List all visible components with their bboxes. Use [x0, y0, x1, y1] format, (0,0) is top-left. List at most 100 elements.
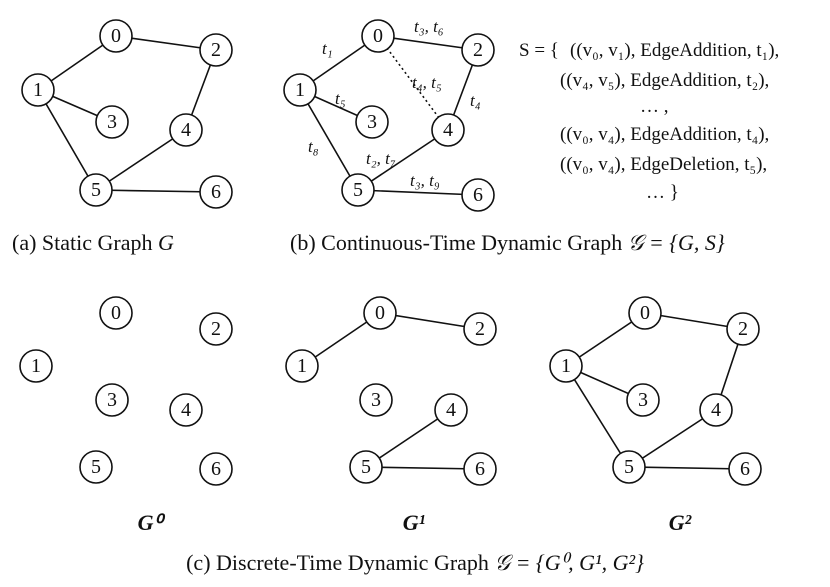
edge-5-6 — [365, 466, 481, 470]
sequence-lead: S = { — [519, 40, 559, 61]
node-4: 4 — [434, 393, 468, 427]
node-0: 0 — [99, 296, 133, 330]
sequence-line-5: ((v₀, v₄), EdgeDeletion, t₅), — [560, 154, 767, 175]
node-1: 1 — [285, 349, 319, 383]
svg-text:2: 2 — [211, 318, 221, 340]
svg-text:2: 2 — [473, 39, 483, 61]
svg-text:4: 4 — [181, 119, 191, 141]
node-4: 4 — [431, 113, 465, 147]
node-5: 5 — [349, 450, 383, 484]
edge-5-6 — [95, 189, 217, 193]
svg-text:0: 0 — [111, 25, 121, 47]
panel-a-static-graph: 0 1 2 3 4 5 6 (a) Static Graph G — [12, 19, 233, 255]
svg-text:5: 5 — [624, 456, 634, 478]
node-6: 6 — [461, 178, 495, 212]
edge-label-t5: t₅ — [335, 89, 346, 108]
edge-label-t3-t6: t₃, t₆ — [414, 17, 444, 36]
snapshot-g0: 0 1 2 3 4 5 6 G⁰ — [19, 296, 233, 535]
node-3: 3 — [95, 383, 129, 417]
sequence-line-6: … } — [646, 182, 679, 203]
svg-text:4: 4 — [711, 399, 721, 421]
edge-5-4 — [365, 409, 452, 468]
edge-5-4 — [95, 129, 187, 191]
sequence-line-4: ((v₀, v₄), EdgeAddition, t₄), — [560, 124, 769, 145]
edge-1-5 — [299, 89, 359, 191]
node-4: 4 — [169, 393, 203, 427]
node-3: 3 — [95, 105, 129, 139]
node-2: 2 — [463, 312, 497, 346]
svg-text:0: 0 — [375, 302, 385, 324]
node-1: 1 — [19, 349, 53, 383]
svg-text:4: 4 — [446, 399, 456, 421]
svg-text:1: 1 — [561, 355, 571, 377]
snapshot-label-g2: G² — [669, 510, 692, 535]
node-0: 0 — [628, 296, 662, 330]
node-6: 6 — [199, 452, 233, 486]
svg-text:2: 2 — [475, 318, 485, 340]
sequence-line-3: … , — [640, 96, 669, 117]
panel-a-caption: (a) Static Graph G — [12, 230, 174, 255]
edge-label-t4-t5: t₄, t₅ — [412, 73, 442, 92]
svg-text:3: 3 — [367, 111, 377, 133]
node-5: 5 — [79, 450, 113, 484]
svg-text:0: 0 — [640, 302, 650, 324]
svg-text:3: 3 — [107, 111, 117, 133]
panel-b-caption: (b) Continuous-Time Dynamic Graph 𝒢 = {G… — [290, 230, 725, 255]
svg-text:2: 2 — [211, 39, 221, 61]
svg-text:0: 0 — [111, 302, 121, 324]
edge-5-4 — [357, 129, 449, 191]
edge-1-5 — [37, 89, 97, 191]
node-0: 0 — [363, 296, 397, 330]
node-2: 2 — [726, 312, 760, 346]
svg-text:6: 6 — [475, 458, 485, 480]
snapshot-g2: 0 1 2 3 4 5 6 G² — [549, 296, 762, 535]
svg-text:5: 5 — [353, 179, 363, 201]
snapshot-label-g0: G⁰ — [138, 510, 166, 535]
svg-text:3: 3 — [371, 389, 381, 411]
node-5: 5 — [612, 450, 646, 484]
edge-0-2 — [379, 312, 481, 330]
edge-label-t2-t7: t₂, t₇ — [366, 149, 396, 168]
snapshot-label-g1: G¹ — [403, 510, 425, 535]
svg-text:1: 1 — [297, 355, 307, 377]
node-1: 1 — [549, 349, 583, 383]
edge-1-5 — [565, 365, 630, 468]
svg-text:6: 6 — [473, 184, 483, 206]
edge-label-t1: t₁ — [322, 39, 333, 58]
node-1: 1 — [283, 73, 317, 107]
event-sequence: S = { ((v₀, v₁), EdgeAddition, t₁), ((v₄… — [519, 40, 779, 203]
svg-text:4: 4 — [181, 399, 191, 421]
node-0: 0 — [361, 19, 395, 53]
snapshot-g1: 0 1 2 3 4 5 6 G¹ — [285, 296, 497, 535]
svg-text:5: 5 — [91, 456, 101, 478]
node-5: 5 — [79, 173, 113, 207]
edge-0-2 — [377, 35, 479, 51]
svg-text:3: 3 — [638, 389, 648, 411]
svg-text:6: 6 — [740, 458, 750, 480]
svg-text:3: 3 — [107, 389, 117, 411]
svg-text:6: 6 — [211, 181, 221, 203]
edge-5-4 — [628, 409, 717, 468]
node-0: 0 — [99, 19, 133, 53]
svg-text:4: 4 — [443, 119, 453, 141]
edge-5-6 — [628, 466, 746, 470]
node-2: 2 — [199, 33, 233, 67]
node-5: 5 — [341, 173, 375, 207]
node-6: 6 — [728, 452, 762, 486]
node-2: 2 — [199, 312, 233, 346]
node-3: 3 — [626, 383, 660, 417]
node-3: 3 — [355, 105, 389, 139]
node-4: 4 — [169, 113, 203, 147]
node-3: 3 — [359, 383, 393, 417]
svg-text:1: 1 — [295, 79, 305, 101]
sequence-line-1: ((v₀, v₁), EdgeAddition, t₁), — [570, 40, 779, 61]
svg-text:1: 1 — [33, 79, 43, 101]
edge-0-2 — [115, 35, 217, 51]
svg-text:5: 5 — [361, 456, 371, 478]
panel-c-caption: (c) Discrete-Time Dynamic Graph 𝒢 = {G⁰,… — [186, 550, 644, 575]
node-4: 4 — [699, 393, 733, 427]
edge-5-6 — [357, 189, 479, 196]
svg-text:1: 1 — [31, 355, 41, 377]
edge-label-t8: t₈ — [308, 137, 319, 156]
